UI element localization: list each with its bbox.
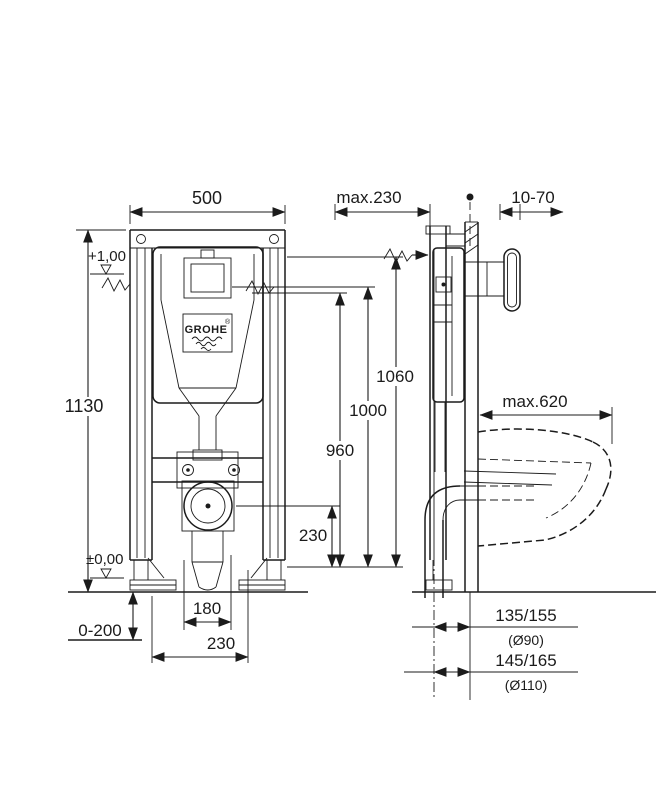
wc-bowl-outline: [477, 428, 612, 547]
dim-label-135-155: 135/155: [495, 606, 556, 625]
logo-wave-1: [191, 336, 223, 342]
inlet-valve: [435, 276, 452, 293]
grohe-logo: GROHE ®: [182, 313, 233, 353]
actuator-plate: [464, 248, 521, 312]
dim-label-level-floor: ±0,00: [86, 551, 123, 568]
dimension-actuation-range: 10-70: [499, 188, 564, 220]
logo-wave-2: [195, 341, 217, 347]
dim-label-960: 960: [326, 441, 354, 460]
front-feet: [129, 557, 286, 591]
dimension-front-width: 500: [129, 188, 286, 224]
reference-dot: [466, 193, 474, 201]
dimension-bowl-projection: max.620: [479, 392, 613, 444]
dimension-1000: 1000: [232, 286, 391, 568]
dim-label-145-165: 145/165: [495, 651, 556, 670]
dim-label-dia90: (Ø90): [508, 632, 544, 648]
logo-wave-3: [200, 347, 212, 351]
flush-pipe-and-crossbar: [152, 416, 263, 489]
mounting-rods: [463, 470, 557, 486]
cistern: GROHE ®: [152, 246, 264, 417]
brand-name: GROHE: [185, 324, 228, 336]
dim-label-max230: max.230: [336, 188, 401, 207]
dim-label-230-bottom: 230: [207, 634, 235, 653]
wall-band: [464, 221, 479, 592]
dimension-frame-depth: max.230: [334, 188, 431, 226]
dimension-foot-adjustment: 0-200: [78, 591, 138, 641]
fixing-bolt-right: [228, 464, 240, 476]
dimension-outlet-height: 230: [236, 505, 340, 568]
level-mark-upper: [90, 264, 131, 293]
frame-bolt-hole-left: [136, 234, 146, 244]
frame-bolt-hole-right: [269, 234, 279, 244]
dim-label-dia110: (Ø110): [505, 677, 548, 693]
dim-label-1130: 1130: [65, 396, 104, 416]
dimensions: 500 1130 +1,00 ±0,00 0-200 180 23: [62, 188, 613, 693]
break-mark-side: [383, 248, 429, 264]
dimension-960: 960: [252, 292, 359, 568]
dimension-1060: 1060: [287, 256, 419, 568]
fixing-bolt-left: [182, 464, 194, 476]
front-view: GROHE ®: [68, 229, 308, 641]
dim-label-500: 500: [192, 188, 222, 208]
flush-plate-side: [503, 248, 521, 312]
dim-label-1000: 1000: [349, 401, 387, 420]
registered-mark: ®: [225, 318, 231, 326]
dimension-drain-110: 145/165 (Ø110): [404, 651, 578, 693]
side-plumbing: [424, 402, 538, 598]
dimension-outlet-spacing: 230: [151, 570, 249, 663]
dimension-outlet-offset: 180: [183, 555, 232, 630]
dim-label-1060: 1060: [376, 367, 414, 386]
dimension-drain-90: 135/155 (Ø90): [412, 606, 578, 648]
break-mark-left: [101, 277, 131, 293]
dim-label-230-height: 230: [299, 526, 327, 545]
drain-outlet: [181, 480, 235, 591]
side-frame: [425, 225, 465, 591]
break-mark-right: [245, 280, 275, 296]
dim-label-0-200: 0-200: [78, 621, 121, 640]
level-mark-floor: [90, 568, 124, 579]
dimension-overall-height: 1130: [62, 229, 126, 593]
dim-label-max620: max.620: [502, 392, 567, 411]
dim-label-180: 180: [193, 599, 221, 618]
dim-label-10-70: 10-70: [511, 188, 554, 207]
cistern-side: [432, 247, 465, 403]
dim-label-level-upper: +1,00: [88, 248, 126, 265]
